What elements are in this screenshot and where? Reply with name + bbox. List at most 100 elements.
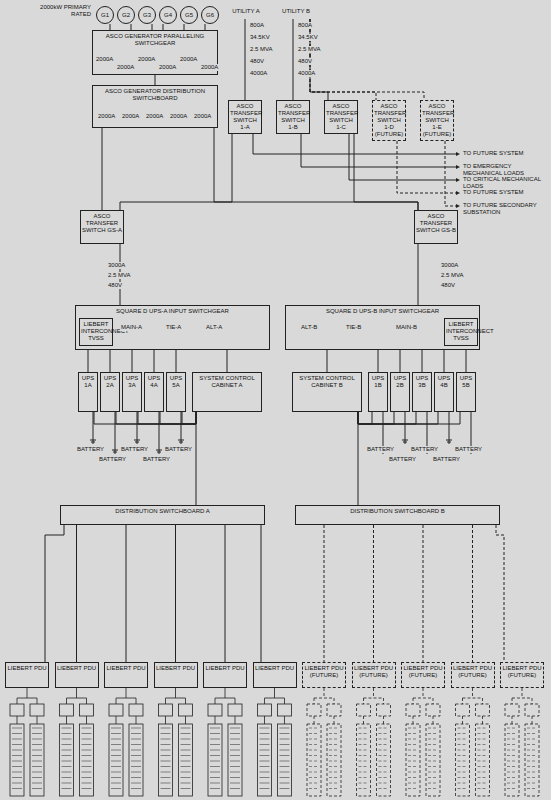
rating-label: 3000A: [440, 262, 459, 269]
equipment-label: (FUTURE): [422, 131, 452, 138]
equipment-label: G2: [118, 12, 134, 19]
rating-label: TIE-A: [165, 324, 182, 331]
feeder-arrowhead: [456, 152, 460, 156]
equipment-label: LIEBERT INTERCONNECT TVSS: [81, 321, 111, 342]
equipment-box: LIEBERT PDU(FUTURE): [500, 662, 544, 688]
rating-label: BATTERY: [454, 446, 483, 453]
panel-feeder: [482, 716, 483, 724]
panel-feeder: [463, 688, 483, 704]
equipment-label: (FUTURE): [403, 672, 443, 679]
feeder-line: [155, 75, 156, 85]
equipment-box: LIEBERT PDU(FUTURE): [401, 662, 445, 688]
battery-symbol: [156, 450, 162, 452]
rating-label: BATTERY: [432, 456, 461, 463]
panelboard-group: [357, 688, 391, 796]
panel-circuits: [230, 728, 240, 789]
equipment-label: LIEBERT PDU: [57, 665, 97, 672]
panel-circuits: [408, 728, 418, 789]
panelboard: [129, 724, 143, 796]
rating-label: TO FUTURE SYSTEM: [462, 150, 550, 157]
panel-feeder: [413, 716, 414, 724]
panelboard: [525, 724, 539, 796]
feeder-line: [110, 350, 111, 372]
panel-feeder: [215, 688, 235, 704]
feeder-line: [327, 350, 328, 372]
panel-breaker: [476, 704, 490, 716]
panel-feeder: [314, 716, 315, 724]
feeder-line: [310, 19, 376, 100]
feeder-line: [76, 525, 77, 662]
equipment-box: LIEBERT INTERCONNECT TVSS: [444, 318, 478, 346]
rating-label: 2000A: [179, 56, 198, 63]
battery-symbol: [178, 440, 184, 442]
equipment-label: LIEBERT PDU: [453, 665, 493, 672]
panel-feeder: [136, 716, 137, 724]
panelboard: [179, 724, 193, 796]
equipment-label: LIEBERT PDU: [205, 665, 245, 672]
panel-circuits: [428, 728, 438, 789]
equipment-label: ASCO TRANSFER SWITCH 1-D: [374, 103, 404, 131]
panel-circuits: [260, 728, 270, 789]
feeder-line: [472, 525, 473, 662]
equipment-box: LIEBERT PDU: [104, 662, 148, 688]
panelboard: [307, 724, 321, 796]
equipment-label: DISTRIBUTION SWITCHBOARD B: [297, 508, 498, 515]
equipment-box: UPS 5A: [166, 372, 186, 412]
equipment-label: ASCO GENERATOR DISTRIBUTION SWITCHBOARD: [94, 88, 216, 102]
battery-leader: [137, 412, 138, 444]
battery-symbol: [112, 450, 118, 452]
panel-feeder: [185, 716, 186, 724]
rating-label: MAIN-A: [120, 324, 143, 331]
equipment-label: ASCO TRANSFER SWITCH 1-A: [230, 103, 260, 131]
rating-label: 2000A: [116, 64, 135, 71]
rating-label: 2000A: [158, 64, 177, 71]
equipment-box: ASCO TRANSFER SWITCH 1-C: [324, 100, 358, 134]
equipment-box: LIEBERT PDU: [55, 662, 99, 688]
feeder-line: [423, 525, 424, 662]
battery-leader: [115, 412, 116, 454]
equipment-label: ASCO GENERATOR PARALLELING SWITCHGEAR: [94, 33, 216, 47]
rating-label: 2000A: [97, 113, 116, 120]
equipment-box: UPS 2A: [100, 372, 120, 412]
equipment-box: ASCO TRANSFER SWITCH GS-A: [80, 210, 124, 244]
equipment-label: UTILITY A: [229, 8, 263, 15]
equipment-label: UPS 1A: [80, 375, 96, 389]
panelboard: [60, 724, 74, 796]
equipment-label: LIEBERT PDU: [106, 665, 146, 672]
panelboard: [327, 724, 341, 796]
rating-label: BATTERY: [76, 446, 105, 453]
equipment-box: UPS 3A: [122, 372, 142, 412]
equipment-label: LIEBERT PDU: [403, 665, 443, 672]
equipment-box: ASCO GENERATOR DISTRIBUTION SWITCHBOARD: [92, 85, 218, 128]
feeder-line: [175, 525, 176, 662]
rating-label: BATTERY: [410, 446, 439, 453]
feeder-line: [102, 128, 103, 210]
feeder-line: [45, 525, 64, 662]
panelboard-group: [208, 688, 242, 796]
panelboard: [456, 724, 470, 796]
panel-circuits: [32, 728, 42, 789]
panelboard: [377, 724, 391, 796]
panel-circuits: [280, 728, 290, 789]
panelboard: [10, 724, 24, 796]
panel-breaker: [377, 704, 391, 716]
panel-circuits: [507, 728, 517, 789]
panel-feeder: [334, 716, 335, 724]
equipment-box: SYSTEM CONTROL CABINET A: [192, 372, 262, 412]
rating-label: 480V: [107, 282, 123, 289]
panel-feeder: [116, 688, 136, 704]
feeder-line: [378, 350, 379, 372]
panel-circuits: [527, 728, 537, 789]
equipment-label: UPS 4A: [146, 375, 162, 389]
feeder-line: [310, 19, 424, 100]
panelboard: [426, 724, 440, 796]
feeder-line: [358, 412, 372, 424]
battery-symbol: [446, 440, 452, 442]
equipment-box: UPS 2B: [390, 372, 410, 412]
rating-label: 2000kW PRIMARY RATED: [38, 4, 92, 17]
panel-circuits: [131, 728, 141, 789]
equipment-label: (FUTURE): [453, 672, 493, 679]
equipment-label: ASCO TRANSFER SWITCH GS-B: [416, 213, 456, 234]
panel-feeder: [383, 716, 384, 724]
equipment-label: UTILITY B: [279, 8, 313, 15]
